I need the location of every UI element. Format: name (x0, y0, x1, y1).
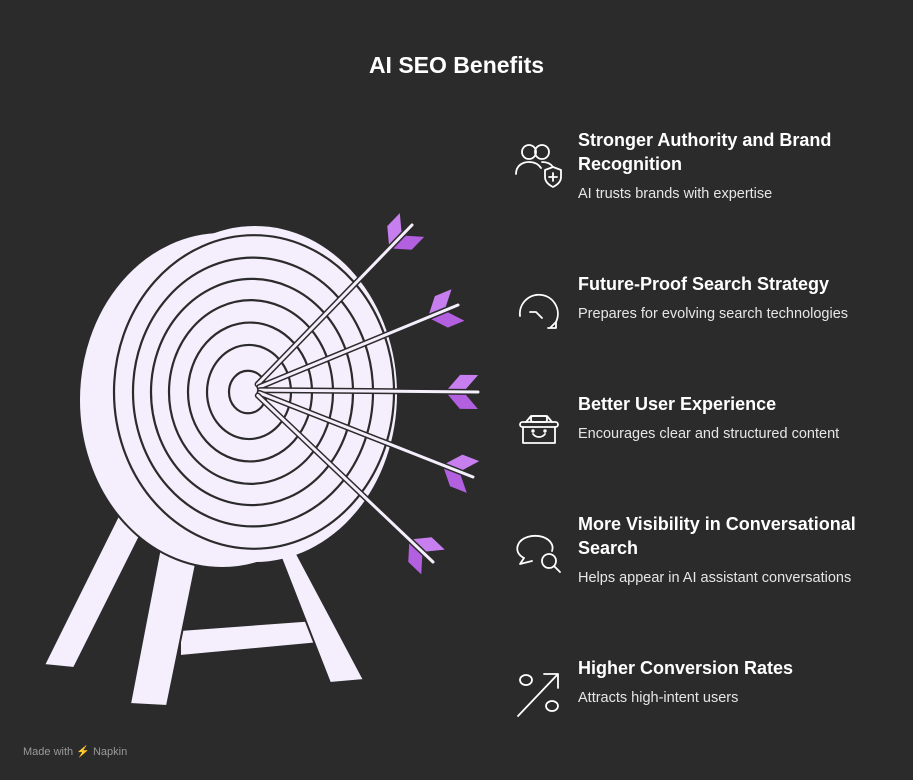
footer: Made with ⚡ Napkin (23, 745, 127, 758)
users-shield-icon (512, 138, 566, 192)
benefit-heading: Higher Conversion Rates (578, 658, 794, 678)
benefit-description: Attracts high-intent users (578, 690, 739, 706)
fletching (431, 312, 465, 328)
napkin-logo-icon: ⚡ (76, 746, 90, 758)
fletching (448, 374, 479, 389)
stand-crossbar (179, 618, 322, 658)
fletching (408, 543, 423, 575)
arrow (256, 289, 465, 390)
benefit-item: More Visibility in Conversational Search… (578, 512, 898, 586)
benefit-heading: Better User Experience (578, 394, 777, 414)
fletching (446, 454, 480, 470)
benefit-item: Stronger Authority and Brand Recognition… (578, 128, 898, 202)
rotate-arrow-icon (512, 282, 566, 336)
benefit-description: Prepares for evolving search technologie… (578, 306, 849, 322)
benefit-heading: More Visibility in Conversational Search (578, 514, 856, 558)
benefit-description: AI trusts brands with expertise (578, 186, 773, 202)
benefit-description: Helps appear in AI assistant conversatio… (578, 570, 852, 586)
stand-leg-right (276, 548, 366, 685)
fletching (393, 235, 425, 250)
benefit-heading: Future-Proof Search Strategy (578, 274, 830, 294)
benefit-description: Encourages clear and structured content (578, 426, 840, 442)
arrow (256, 389, 480, 493)
footer-made-with: Made with (23, 746, 74, 758)
benefit-heading: Stronger Authority and Brand Recognition (578, 130, 832, 174)
fletching (443, 468, 467, 493)
chat-search-icon (512, 522, 566, 576)
fletching (429, 289, 452, 314)
fletching (387, 213, 402, 245)
arrow (254, 392, 445, 575)
arrow (256, 374, 481, 409)
page-title: AI SEO Benefits (368, 52, 545, 78)
percent-arrow-icon (512, 666, 566, 720)
target-face (113, 226, 397, 562)
arrow (254, 213, 425, 388)
stand-leg-middle (128, 546, 200, 708)
fletching (447, 394, 478, 409)
footer-brand[interactable]: Napkin (92, 746, 128, 758)
smiling-basket-icon (512, 402, 566, 456)
fletching (413, 537, 445, 552)
